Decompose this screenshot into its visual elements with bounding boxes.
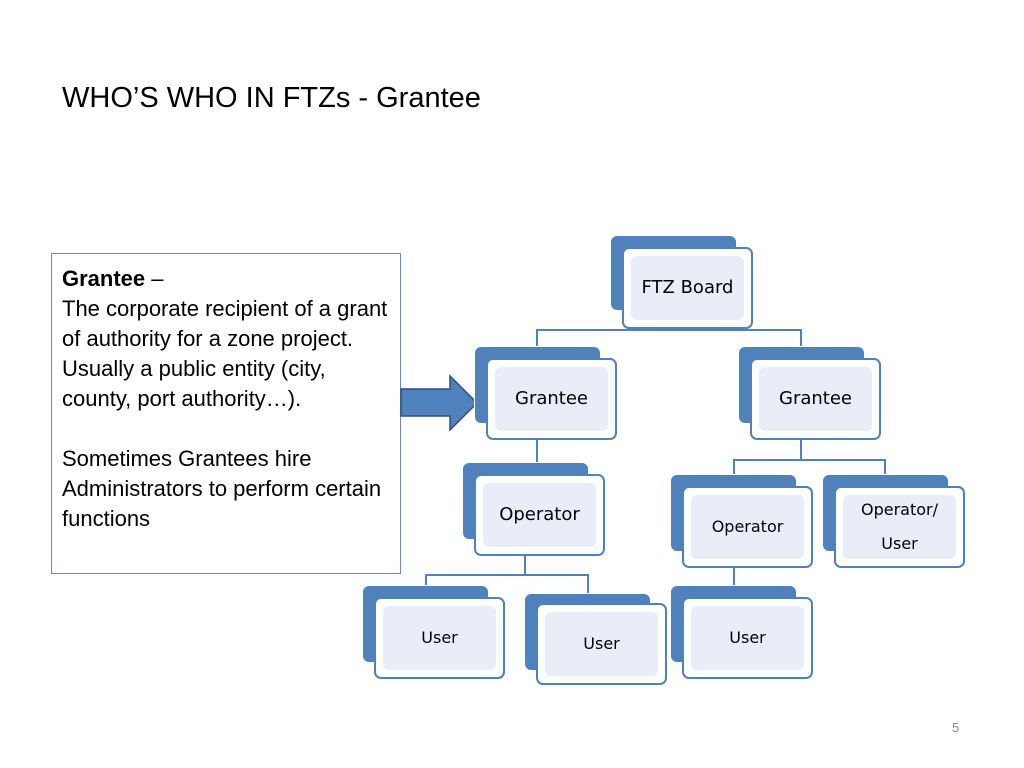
node-ftz-board: FTZ Board <box>622 247 753 329</box>
node-label: Operator <box>483 483 596 547</box>
node-label: User <box>691 606 804 670</box>
connector-operator-user-2 <box>525 574 589 593</box>
node-label-line-1: Operator/ <box>860 500 938 519</box>
connector-grantee-operators-right <box>733 425 802 474</box>
node-label: Operator <box>691 495 804 559</box>
connector-operator-users-left <box>425 540 526 585</box>
node-label-line-2: User <box>881 534 918 553</box>
arrow-icon <box>400 374 479 432</box>
connector-grantee-operator-user <box>801 459 886 474</box>
definition-dash: – <box>145 266 164 291</box>
definition-paragraph-2: Sometimes Grantees hire Administrators t… <box>62 446 382 531</box>
node-grantee-right: Grantee <box>750 358 881 440</box>
node-grantee-left: Grantee <box>486 358 617 440</box>
node-user-3: User <box>682 597 813 679</box>
node-user-1: User <box>374 597 505 679</box>
slide-title: WHO’S WHO IN FTZs - Grantee <box>62 82 481 114</box>
node-user-2: User <box>536 603 667 685</box>
node-label: Grantee <box>495 367 608 431</box>
node-operator-right: Operator <box>682 486 813 568</box>
node-label: FTZ Board <box>631 256 744 320</box>
definition-box: Grantee – The corporate recipient of a g… <box>51 253 401 574</box>
node-label: Grantee <box>759 367 872 431</box>
definition-term: Grantee <box>62 266 146 291</box>
node-label-multiline: Operator/ User <box>843 495 956 559</box>
node-operator-user: Operator/ User <box>834 486 965 568</box>
connector-board-grantee-right <box>673 329 802 346</box>
node-operator-left: Operator <box>474 474 605 556</box>
definition-paragraph-1: The corporate recipient of a grant of au… <box>62 296 388 411</box>
page-number: 5 <box>952 720 960 735</box>
node-label: User <box>383 606 496 670</box>
node-label: User <box>545 612 658 676</box>
